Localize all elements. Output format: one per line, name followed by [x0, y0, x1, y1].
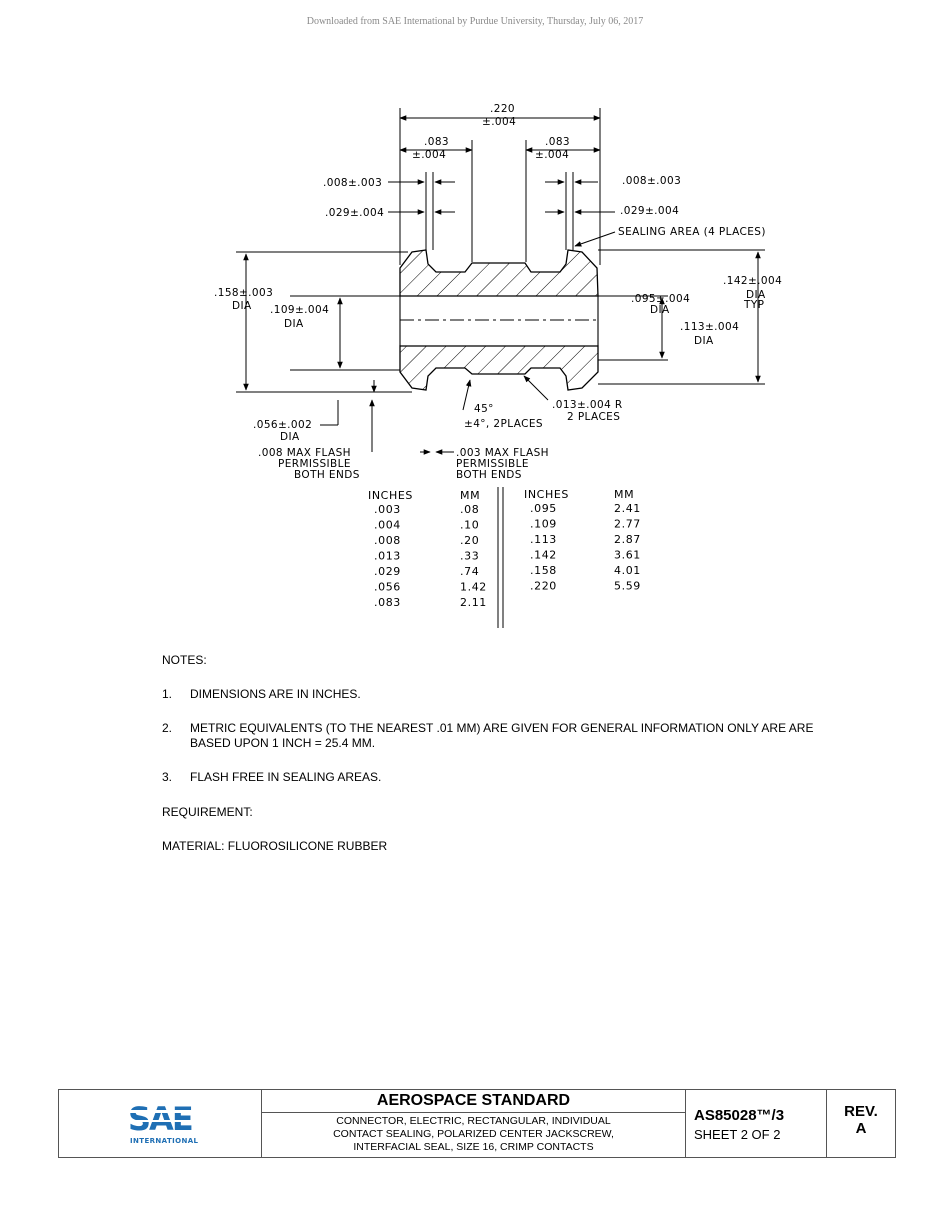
table-cell-mm: 4.01	[614, 564, 641, 577]
dim-095: .095±.004	[631, 293, 690, 305]
table-cell-mm: 2.77	[614, 518, 641, 531]
table-cell-mm: .10	[460, 519, 479, 532]
sae-logo: SAE INTERNATIONAL	[128, 1100, 199, 1145]
material-line: MATERIAL: FLUOROSILICONE RUBBER	[162, 839, 388, 853]
dim-142-typ: TYP	[743, 299, 764, 311]
table-cell-inches: .003	[374, 503, 401, 516]
table-cell-mm: 3.61	[614, 549, 641, 562]
dim-overall-tol: ±.004	[482, 116, 516, 128]
flash-left-3: BOTH ENDS	[294, 469, 360, 481]
table-cell-mm: 2.87	[614, 533, 641, 546]
table-cell-inches: .029	[374, 565, 401, 578]
sae-logo-cell: SAE INTERNATIONAL	[59, 1090, 262, 1157]
dim-083-right: .083	[545, 136, 570, 148]
title-block: SAE INTERNATIONAL AEROSPACE STANDARD CON…	[58, 1089, 896, 1158]
table-cell-mm: .20	[460, 534, 479, 547]
revision-cell: REV. A	[827, 1090, 895, 1157]
notes-heading: NOTES:	[162, 653, 207, 667]
document-number-cell: AS85028™/3 SHEET 2 OF 2	[686, 1090, 827, 1157]
sheet-number: SHEET 2 OF 2	[694, 1127, 781, 1142]
flash-right-2: PERMISSIBLE	[456, 458, 529, 470]
table-cell-mm: 2.11	[460, 596, 487, 609]
seal-drawing: .220 ±.004 .083 ±.004 .083 ±.004 .008±.0…	[214, 103, 782, 628]
dim-083-right-tol: ±.004	[535, 149, 569, 161]
table-cell-inches: .056	[374, 581, 401, 594]
dim-113: .113±.004	[680, 321, 739, 333]
note-number: 3.	[162, 770, 173, 784]
table-cell-mm: 5.59	[614, 580, 641, 593]
title-cell: AEROSPACE STANDARD CONNECTOR, ELECTRIC, …	[262, 1090, 686, 1157]
table-cell-mm: .74	[460, 565, 479, 578]
note-text: METRIC EQUIVALENTS (TO THE NEAREST .01 M…	[190, 721, 814, 750]
dim-158: .158±.003	[214, 287, 273, 299]
revision-value: A	[855, 1120, 867, 1137]
dim-158-dia: DIA	[232, 300, 252, 312]
dim-008-right: .008±.003	[622, 175, 681, 187]
table-cell-inches: .109	[530, 518, 557, 531]
description-line-1: CONNECTOR, ELECTRIC, RECTANGULAR, INDIVI…	[336, 1115, 611, 1127]
note-text: FLASH FREE IN SEALING AREAS.	[190, 770, 382, 784]
conversion-table: INCHES MM .003 .08 .004 .10 .008 .20 .013 .33 .029…	[368, 487, 641, 628]
requirement-heading: REQUIREMENT:	[162, 805, 253, 819]
angle-label: 45°	[474, 403, 494, 415]
dim-overall-width: .220	[490, 103, 515, 115]
dim-008-left: .008±.003	[323, 177, 382, 189]
dim-095-dia: DIA	[650, 304, 670, 316]
download-watermark: Downloaded from SAE International by Pur…	[306, 16, 644, 27]
table-cell-mm: .08	[460, 503, 479, 516]
table-cell-inches: .013	[374, 550, 401, 563]
flash-left-1: .008 MAX FLASH	[258, 447, 351, 459]
dim-109: .109±.004	[270, 304, 329, 316]
revision-label: REV.	[844, 1103, 878, 1120]
dim-142: .142±.004	[723, 275, 782, 287]
dim-056: .056±.002	[253, 419, 312, 431]
document-description: CONNECTOR, ELECTRIC, RECTANGULAR, INDIVI…	[262, 1115, 685, 1154]
table-header-mm: MM	[614, 488, 634, 501]
flash-left-2: PERMISSIBLE	[278, 458, 351, 470]
dim-056-dia: DIA	[280, 431, 300, 443]
table-cell-inches: .095	[530, 502, 557, 515]
seal-section-lower	[399, 345, 599, 391]
note-number: 1.	[162, 687, 173, 701]
sae-logo-text: SAE	[128, 1100, 192, 1138]
flash-right-1: .003 MAX FLASH	[456, 447, 549, 459]
flash-right-3: BOTH ENDS	[456, 469, 522, 481]
table-cell-mm: 2.41	[614, 502, 641, 515]
table-cell-inches: .220	[530, 580, 557, 593]
angle-tol: ±4°, 2PLACES	[464, 418, 543, 430]
dim-029-right: .029±.004	[620, 205, 679, 217]
table-header-inches: INCHES	[368, 489, 413, 502]
description-line-3: INTERFACIAL SEAL, SIZE 16, CRIMP CONTACT…	[353, 1141, 594, 1153]
radius-label: .013±.004 R	[552, 399, 623, 411]
seal-section-upper	[399, 249, 599, 297]
note-text: DIMENSIONS ARE IN INCHES.	[190, 687, 361, 701]
sealing-area-label: SEALING AREA (4 PLACES)	[618, 226, 766, 238]
table-cell-inches: .158	[530, 564, 557, 577]
dim-083-left: .083	[424, 136, 449, 148]
dim-029-left: .029±.004	[325, 207, 384, 219]
dim-109-dia: DIA	[284, 318, 304, 330]
table-header-inches: INCHES	[524, 488, 569, 501]
table-header-mm: MM	[460, 489, 480, 502]
table-cell-inches: .142	[530, 549, 557, 562]
radius-places: 2 PLACES	[567, 411, 620, 423]
table-cell-mm: 1.42	[460, 581, 487, 594]
dim-113-dia: DIA	[694, 335, 714, 347]
dim-142-dia: DIA	[746, 289, 766, 301]
document-number: AS85028™/3	[694, 1107, 785, 1124]
table-cell-inches: .004	[374, 519, 401, 532]
table-cell-mm: .33	[460, 550, 479, 563]
description-line-2: CONTACT SEALING, POLARIZED CENTER JACKSC…	[333, 1128, 614, 1140]
table-cell-inches: .113	[530, 533, 557, 546]
standard-title: AEROSPACE STANDARD	[262, 1090, 685, 1113]
sae-logo-subtext: INTERNATIONAL	[130, 1137, 199, 1145]
table-cell-inches: .008	[374, 534, 401, 547]
dim-083-left-tol: ±.004	[412, 149, 446, 161]
table-cell-inches: .083	[374, 596, 401, 609]
note-number: 2.	[162, 721, 173, 735]
